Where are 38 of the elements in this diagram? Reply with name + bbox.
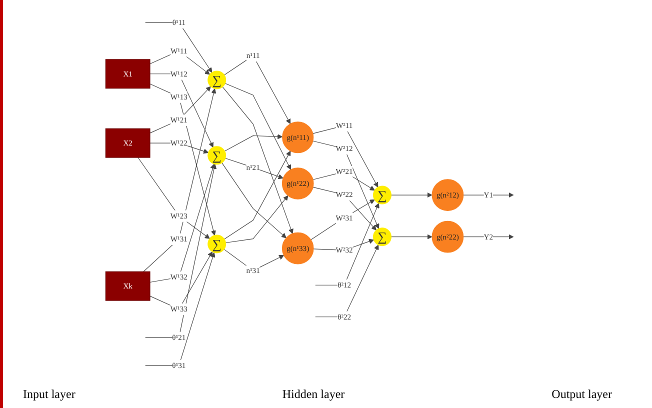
arrow [312, 124, 379, 187]
arrow [150, 86, 212, 133]
arrow [225, 82, 292, 170]
arrow [224, 134, 283, 151]
arrow [150, 83, 216, 236]
arrow [313, 186, 377, 230]
arrow [391, 234, 433, 239]
arrow [150, 73, 214, 148]
layer-label: Output layer [552, 387, 612, 402]
arrow [145, 252, 216, 366]
node-circle: ∑ [373, 185, 392, 204]
arrow [314, 238, 374, 250]
arrow [313, 170, 376, 190]
arrow [463, 192, 514, 198]
arrow [138, 156, 210, 238]
arrow [313, 140, 380, 228]
arrow [463, 234, 514, 239]
arrow [226, 194, 289, 243]
layer-label: Hidden layer [282, 387, 345, 402]
arrow [224, 150, 292, 239]
arrow [224, 248, 284, 270]
node-circle: ∑ [373, 227, 392, 246]
arrow [145, 22, 213, 72]
arrow [225, 157, 284, 179]
node-circle: ∑ [208, 70, 226, 89]
node-circle: ∑ [208, 234, 226, 253]
arrow [222, 162, 287, 238]
arrow [315, 244, 380, 317]
arrow [150, 163, 216, 282]
arrow [222, 86, 294, 234]
arrow [315, 202, 380, 285]
arrow [391, 192, 433, 198]
arrow [311, 198, 376, 240]
arrow [145, 163, 217, 338]
layer-label: Input layer [23, 387, 76, 402]
node-circle: ∑ [208, 146, 226, 164]
arrow [150, 142, 209, 154]
arrow [144, 88, 217, 272]
